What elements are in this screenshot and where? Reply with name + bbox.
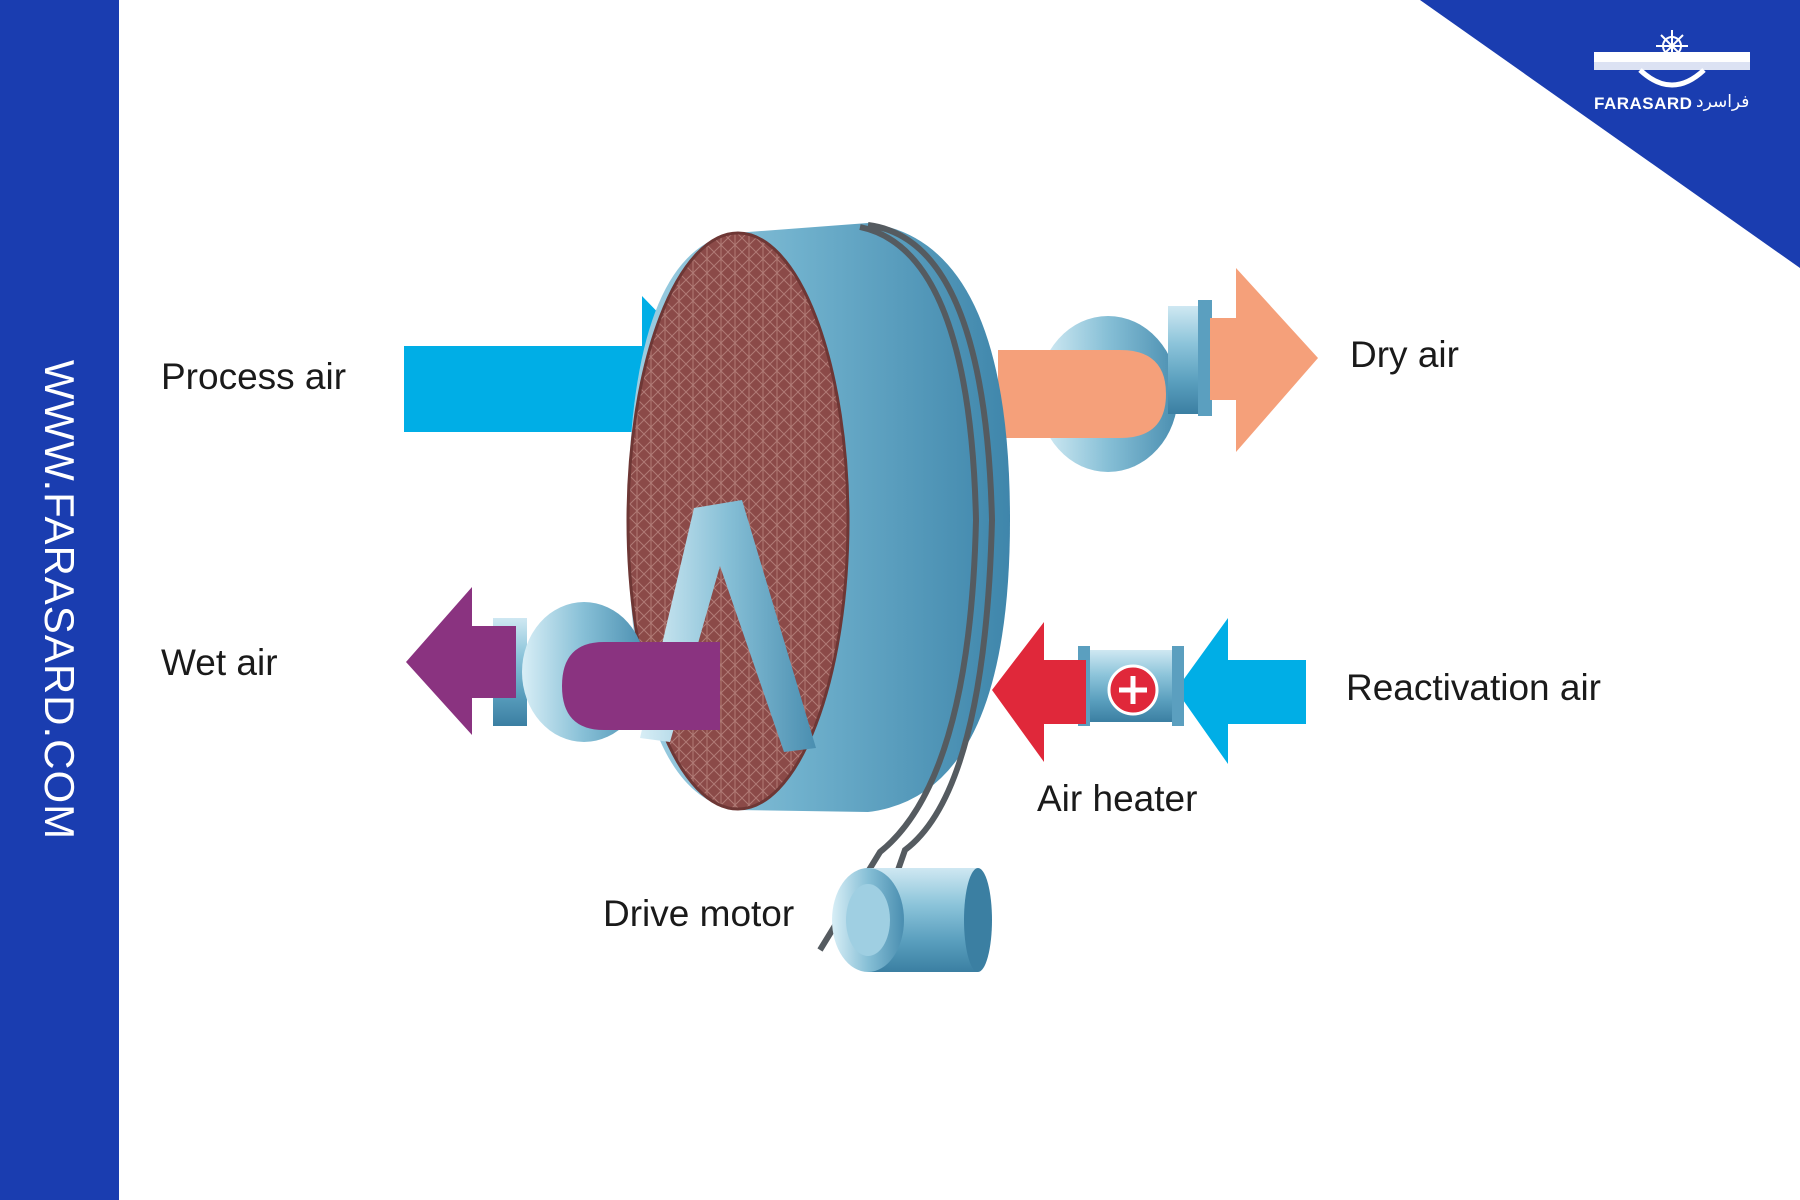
- heated-air-arrow: [992, 622, 1086, 762]
- brand-corner-triangle: [1420, 0, 1800, 268]
- logo-name: FARASARD: [1594, 94, 1693, 113]
- wet-air-arrow: [406, 587, 516, 735]
- label-reactivation-air: Reactivation air: [1346, 667, 1602, 708]
- snowflake-gear-logo-icon[interactable]: [1594, 30, 1750, 88]
- side-bar: WWW.FARASARD.COM: [0, 0, 119, 1200]
- drive-motor: [832, 868, 992, 972]
- label-process-air: Process air: [161, 356, 347, 397]
- wet-air-duct: [562, 642, 720, 730]
- dry-air-duct: [998, 350, 1166, 438]
- label-wet-air: Wet air: [161, 642, 278, 683]
- label-air-heater: Air heater: [1037, 778, 1198, 819]
- logo-name-fa: فراسرد: [1696, 92, 1750, 112]
- heater-plus-icon: [1107, 664, 1159, 716]
- dry-air-arrow: [1210, 268, 1318, 452]
- reactivation-air-arrow: [1176, 618, 1306, 764]
- label-dry-air: Dry air: [1350, 334, 1459, 375]
- label-drive-motor: Drive motor: [603, 893, 795, 934]
- drive-belt: [817, 222, 996, 952]
